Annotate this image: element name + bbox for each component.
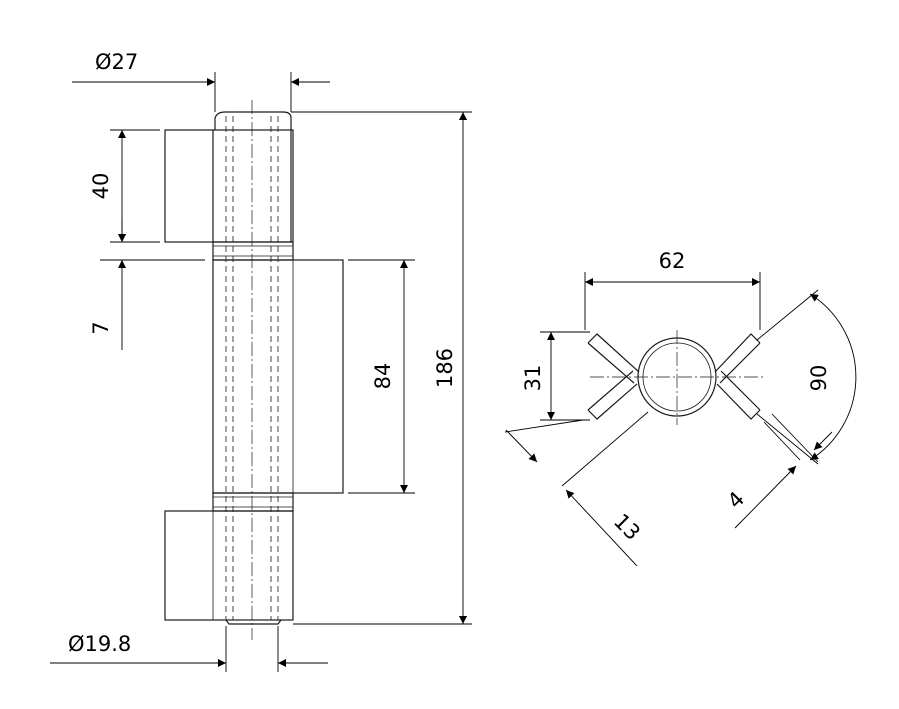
dim-span: 62 <box>659 249 686 273</box>
arm-upper-right <box>714 333 761 384</box>
dim-middle-leaf-height: 84 <box>371 363 395 390</box>
arm-lower-left <box>587 370 638 420</box>
dim-arm-length: 13 <box>609 509 645 545</box>
dim-bottom-pin-diameter: Ø19.8 <box>68 632 131 656</box>
top-view <box>587 330 765 425</box>
top-leaf <box>164 129 294 243</box>
arm-lower-right <box>716 370 761 420</box>
arm-upper-left <box>587 333 640 384</box>
dim-depth: 31 <box>521 365 545 392</box>
dim-pin-diameter: Ø27 <box>95 50 138 74</box>
dim-arm-width: 4 <box>723 487 749 513</box>
lower-ring <box>212 492 294 512</box>
dim-angle: 90 <box>807 365 831 392</box>
front-dimensions: Ø27 40 7 84 186 Ø19.8 <box>50 50 472 672</box>
bottom-leaf <box>164 510 294 621</box>
bottom-pin-tip <box>225 619 282 625</box>
dim-overall-height: 186 <box>433 348 457 388</box>
upper-ring <box>212 241 294 261</box>
dim-top-leaf-height: 40 <box>89 173 113 200</box>
top-cap <box>214 111 292 130</box>
dim-gap: 7 <box>89 321 113 334</box>
front-view <box>164 100 344 640</box>
top-dimensions: 62 31 90 13 4 <box>504 249 857 567</box>
